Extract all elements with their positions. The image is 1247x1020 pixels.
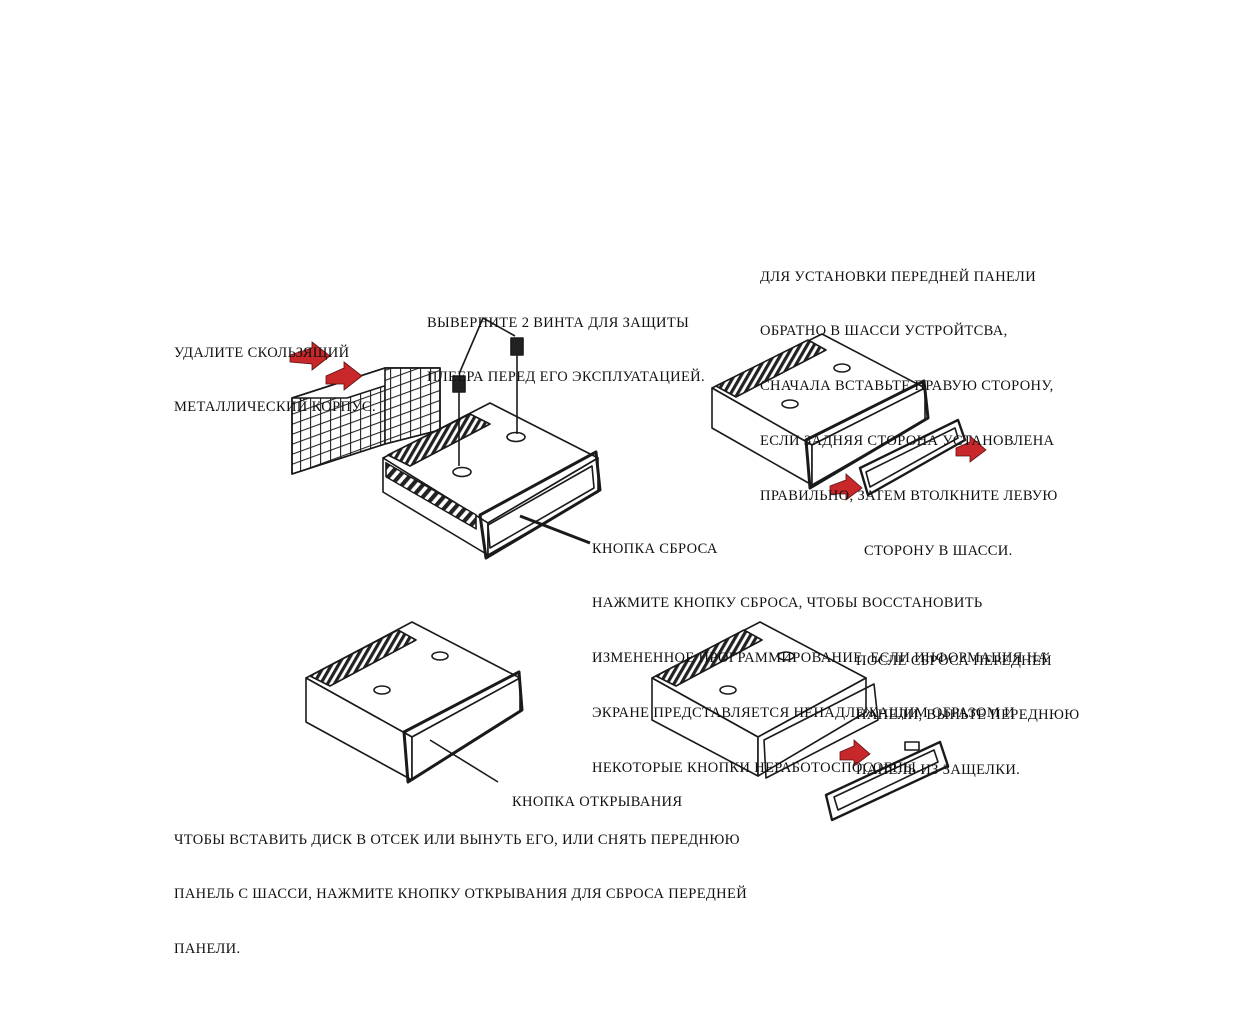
chassis-panel-install [711, 333, 930, 490]
screw-right [510, 337, 524, 434]
caption-reset: КНОПКА СБРОСА НАЖМИТЕ КНОПКУ СБРОСА, ЧТО… [592, 540, 1049, 777]
screw-left [452, 375, 466, 466]
arrow-icon [839, 739, 871, 767]
arrow-icon [955, 435, 987, 463]
chassis-panel-removed [651, 621, 879, 779]
screw-pointer [458, 317, 516, 375]
open-button-pointer [429, 739, 499, 783]
arrow-icon [829, 473, 863, 501]
removed-front-panel [824, 740, 950, 822]
caption-screws: ВЫВЕРНИТЕ 2 ВИНТА ДЛЯ ЗАЩИТЫ ПЛЕЕРА ПЕРЕ… [427, 314, 705, 386]
arrow-icon [289, 341, 331, 371]
caption-after-reset: ПОСЛЕ СБРОСА ПЕРЕДНЕЙ ПАНЕЛИ, ВЫНЬТЕ ПЕР… [856, 652, 1080, 779]
main-chassis [382, 402, 602, 560]
caption-open-button: КНОПКА ОТКРЫВАНИЯ [512, 793, 683, 810]
chassis-open-button [305, 621, 524, 784]
caption-insert-disc: ЧТОБЫ ВСТАВИТЬ ДИСК В ОТСЕК ИЛИ ВЫНУТЬ Е… [174, 831, 748, 958]
sliding-metal-sleeve [291, 367, 441, 475]
caption-remove-sleeve: УДАЛИТЕ СКОЛЬЗЯЩИЙ МЕТАЛЛИЧЕСКИЙ КОРПУС. [174, 344, 376, 416]
caption-install-panel: ДЛЯ УСТАНОВКИ ПЕРЕДНЕЙ ПАНЕЛИ ОБРАТНО В … [760, 268, 1058, 560]
reset-pointer [519, 514, 591, 545]
detached-front-panel [858, 418, 967, 497]
arrow-icon [325, 361, 363, 391]
